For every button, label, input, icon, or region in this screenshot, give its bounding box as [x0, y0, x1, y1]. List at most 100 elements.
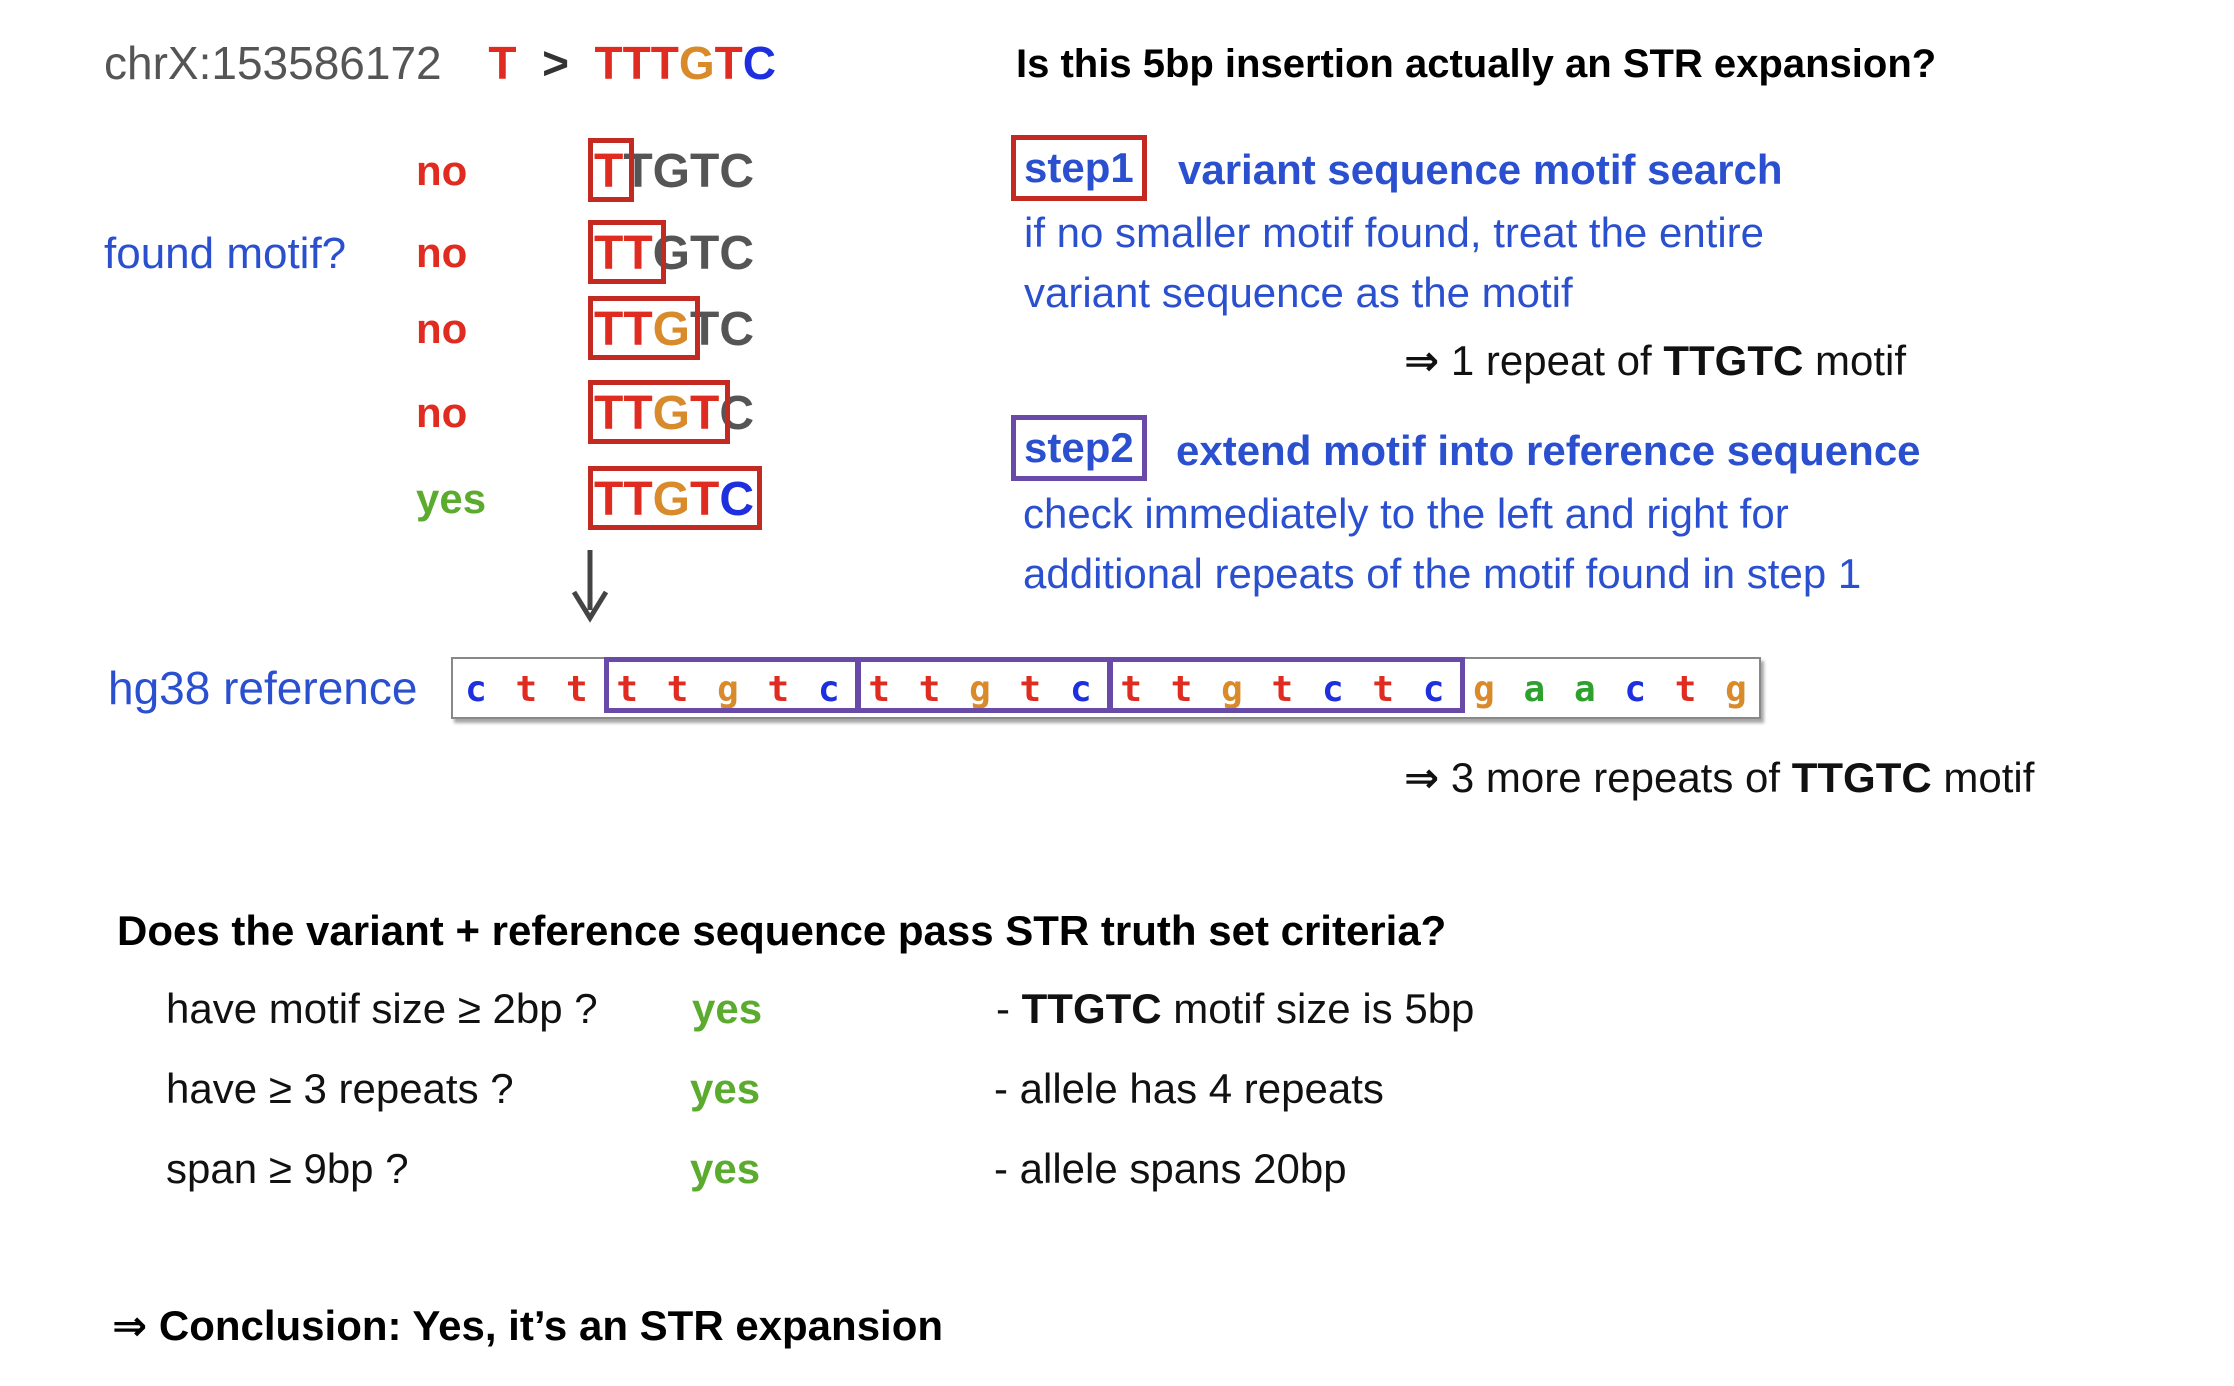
motif-answer-2: no — [416, 305, 468, 352]
motif-prefix-box — [588, 138, 634, 202]
motif-base: T — [690, 473, 720, 526]
motif-base: C — [719, 145, 754, 198]
motif-base: G — [652, 227, 690, 280]
step1-result-prefix: 1 repeat of — [1450, 337, 1664, 384]
reference-base: t — [767, 669, 790, 710]
criteria-note-motif: TTGTC — [1021, 985, 1162, 1032]
criteria-note-dash: - — [994, 1065, 1020, 1112]
motif-answer-1: no — [416, 229, 468, 276]
motif-base: G — [652, 145, 690, 198]
step2-tag: step2 — [1011, 415, 1147, 481]
reference-result-motif: TTGTC — [1791, 754, 1932, 801]
criteria-note-text: allele spans 20bp — [1019, 1145, 1347, 1192]
step2-desc-line2: additional repeats of the motif found in… — [1023, 550, 1862, 597]
result-arrow-icon: ⇒ — [1404, 337, 1440, 384]
reference-base: t — [1019, 669, 1042, 710]
reference-base: t — [1120, 669, 1143, 710]
reference-base: c — [1321, 669, 1344, 710]
criteria-answer-2: yes — [690, 1145, 761, 1192]
reference-base: t — [868, 669, 891, 710]
step2-desc-line1: check immediately to the left and right … — [1023, 490, 1789, 537]
step2-title: extend motif into reference sequence — [1176, 427, 1921, 474]
motif-base: T — [594, 145, 624, 198]
criteria-note-0: - TTGTC motif size is 5bp — [996, 988, 1474, 1030]
reference-base: a — [1573, 669, 1596, 710]
reference-base: t — [918, 669, 941, 710]
reference-base: c — [1422, 669, 1445, 710]
reference-base: c — [465, 669, 487, 710]
criteria-label-2: span ≥ 9bp ? — [166, 1145, 409, 1192]
reference-base: g — [1473, 669, 1495, 710]
variant-alt-1: T — [622, 37, 651, 89]
criteria-label-1: have ≥ 3 repeats ? — [166, 1065, 514, 1112]
criteria-answer-1: yes — [690, 1065, 761, 1112]
variant-alt-5: C — [742, 37, 776, 89]
criteria-answer-0: yes — [692, 985, 763, 1032]
step1-tag: step1 — [1011, 135, 1147, 201]
motif-base: T — [690, 303, 720, 356]
step1-title: variant sequence motif search — [1178, 146, 1783, 193]
variant-header: chrX:153586172 T > TTTGTC — [104, 40, 776, 86]
motif-answer-4: yes — [416, 475, 487, 522]
variant-alt-3: G — [678, 37, 715, 89]
motif-base: G — [652, 387, 690, 440]
motif-sequence-4: TTGTC — [594, 476, 754, 524]
reference-base: a — [1523, 669, 1546, 710]
reference-base: t — [515, 669, 538, 710]
criteria-note-dash: - — [994, 1145, 1020, 1192]
reference-base: g — [1725, 669, 1747, 710]
motif-base: C — [719, 303, 754, 356]
motif-prefix-box — [588, 220, 666, 284]
criteria-note-2: - allele spans 20bp — [994, 1148, 1347, 1190]
reference-base: c — [817, 669, 840, 710]
criteria-note-text: allele has 4 repeats — [1019, 1065, 1384, 1112]
motif-sequence-3: TTGTC — [594, 390, 754, 438]
variant-ref: T — [488, 37, 517, 89]
reference-base: t — [1674, 669, 1697, 710]
motif-base: T — [594, 387, 624, 440]
motif-answer-3: no — [416, 389, 468, 436]
reference-base: t — [1170, 669, 1193, 710]
reference-label: hg38 reference — [108, 662, 418, 714]
motif-prefix-box — [588, 296, 700, 360]
reference-base: t — [565, 669, 588, 710]
result-arrow-icon: ⇒ — [1404, 754, 1440, 801]
motif-base: T — [690, 145, 720, 198]
reference-base: c — [1069, 669, 1092, 710]
main-question: Is this 5bp insertion actually an STR ex… — [1016, 42, 1937, 86]
variant-alt-0: T — [594, 37, 623, 89]
motif-base: T — [594, 303, 624, 356]
criteria-question: Does the variant + reference sequence pa… — [117, 907, 1447, 954]
variant-alt-2: T — [650, 37, 679, 89]
repeat-box-0 — [604, 657, 861, 713]
reference-result-prefix: 3 more repeats of — [1450, 754, 1792, 801]
motif-base: G — [652, 303, 690, 356]
reference-base: t — [616, 669, 639, 710]
motif-base: T — [623, 145, 653, 198]
motif-base: T — [594, 473, 624, 526]
step1-result-motif: TTGTC — [1663, 337, 1804, 384]
step1-desc-line1: if no smaller motif found, treat the ent… — [1024, 209, 1765, 256]
motif-answer-0: no — [416, 147, 468, 194]
reference-base: c — [1624, 669, 1647, 710]
motif-base: T — [623, 473, 653, 526]
variant-position: chrX:153586172 — [104, 37, 442, 89]
motif-prefix-box — [588, 380, 730, 444]
found-motif-label: found motif? — [104, 229, 347, 278]
reference-base: t — [1271, 669, 1294, 710]
repeat-box-2 — [1108, 657, 1465, 713]
motif-base: C — [719, 473, 754, 526]
conclusion: ⇒ Conclusion: Yes, it’s an STR expansion — [112, 1302, 944, 1349]
step1-result-suffix: motif — [1803, 337, 1907, 384]
motif-sequence-0: TTGTC — [594, 148, 754, 196]
step1-desc-line2: variant sequence as the motif — [1024, 269, 1573, 316]
reference-base: g — [717, 669, 739, 710]
reference-base: t — [666, 669, 689, 710]
motif-base: T — [623, 303, 653, 356]
reference-result-suffix: motif — [1931, 754, 2035, 801]
motif-base: T — [594, 227, 624, 280]
criteria-note-1: - allele has 4 repeats — [994, 1068, 1384, 1110]
motif-base: T — [623, 387, 653, 440]
criteria-label-0: have motif size ≥ 2bp ? — [166, 985, 598, 1032]
